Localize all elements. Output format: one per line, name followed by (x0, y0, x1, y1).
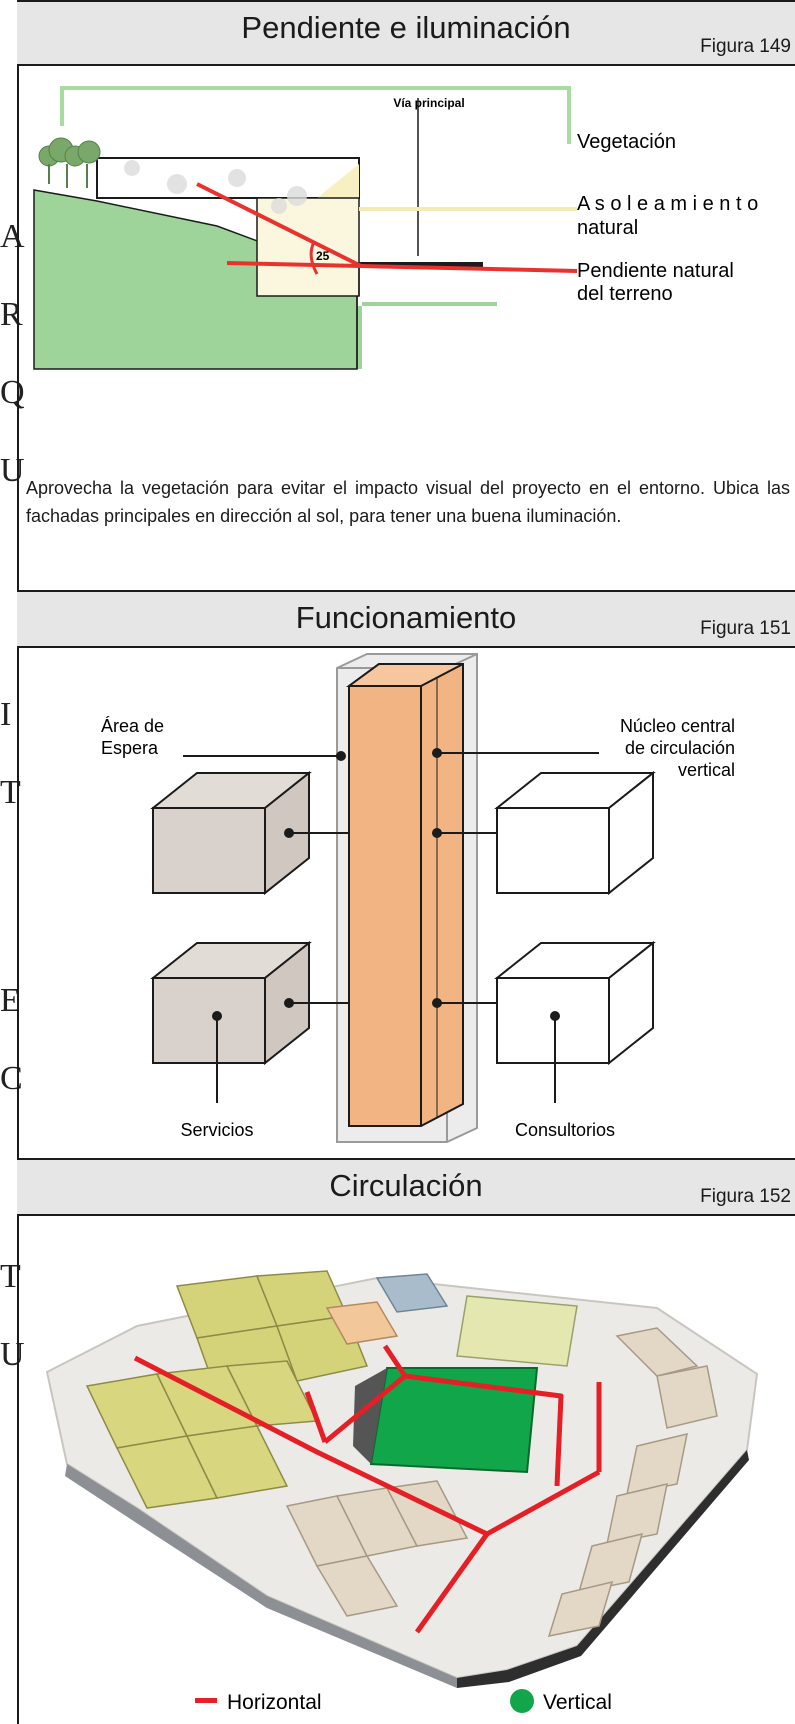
label-core-line3: vertical (678, 760, 735, 780)
function-diagram: Área de Espera Núcleo central de circula… (101, 653, 735, 1143)
side-letter: T (0, 774, 21, 811)
side-letter: U (0, 452, 25, 489)
lower-floor-outline (256, 197, 360, 297)
side-letter: T (0, 1258, 21, 1295)
slope-illumination-diagram: Vía principal 25 Vegetación A s o l e a … (33, 86, 758, 370)
legend-vertical-swatch (510, 1689, 534, 1713)
horizontal-reference-line (226, 261, 362, 268)
angle-label: 25 (316, 249, 330, 263)
sun-wedge (257, 198, 359, 296)
side-letter: Q (0, 374, 25, 411)
tree-icon (38, 137, 101, 188)
restroom-block (375, 1273, 449, 1313)
label-services: Servicios (180, 1120, 253, 1140)
orange-room (325, 1301, 399, 1345)
section-title: Funcionamiento (295, 600, 517, 635)
core-top (345, 663, 464, 687)
sun-wedge-upper (317, 164, 359, 198)
legend-slope-line2: del terreno (577, 283, 673, 305)
central-core (348, 663, 464, 1127)
section-title: Pendiente e iluminación (241, 10, 571, 45)
connector-dots (212, 748, 560, 1021)
consult-box-lower (494, 940, 656, 1066)
consult-box-upper (494, 770, 656, 896)
legend-horizontal-swatch (195, 1698, 217, 1703)
legend-vertical: Vertical (543, 1691, 612, 1714)
label-consultorios: Consultorios (515, 1120, 615, 1140)
section-description: Aprovecha la vegetación para evitar el i… (26, 478, 790, 526)
lab-room (456, 1295, 578, 1367)
side-letter: I (0, 696, 12, 733)
page-frame (17, 0, 795, 1724)
label-waiting-line1: Área de (101, 716, 164, 736)
tree-icon (124, 160, 307, 214)
side-letter: A (0, 218, 25, 255)
side-letter: U (0, 1336, 25, 1373)
road-slab (357, 262, 483, 267)
facade-edge (65, 1464, 457, 1688)
legend-sun-line2: natural (577, 217, 638, 239)
legend-sun-line1: A s o l e a m i e n t o (577, 193, 758, 215)
horizontal-circulation (133, 1344, 602, 1634)
section-title: Circulación (329, 1168, 483, 1203)
figure-label: Figura 149 (700, 36, 791, 57)
section-header-function: Funcionamiento Figura 151 (17, 590, 795, 648)
beige-offices (285, 1327, 718, 1637)
connectors (183, 752, 599, 1103)
label-waiting-line2: Espera (101, 738, 159, 758)
vertical-atrium (369, 1367, 539, 1474)
section-header-slope: Pendiente e iluminación Figura 149 (17, 0, 795, 66)
angle-arc (309, 241, 319, 275)
road-label: Vía principal (393, 96, 464, 110)
label-core-line2: de circulación (625, 738, 735, 758)
side-vertical-title: A R Q U I T E C T U (0, 0, 25, 1724)
stair-icon (353, 1368, 387, 1464)
vegetation-bracket (60, 86, 571, 144)
figure-label: Figura 152 (700, 1186, 791, 1207)
circulation-floorplan: Horizontal Vertical (45, 1270, 759, 1714)
legend-vegetation: Vegetación (577, 131, 676, 153)
figure-label: Figura 151 (700, 618, 791, 639)
side-letter: E (0, 982, 21, 1019)
slope-line (196, 182, 362, 268)
slope-leader-line (360, 264, 578, 273)
label-core-line1: Núcleo central (620, 716, 735, 736)
legend-horizontal: Horizontal (227, 1691, 322, 1714)
legend-slope-line1: Pendiente natural (577, 260, 734, 282)
section-header-circulation: Circulación Figura 152 (17, 1158, 795, 1216)
